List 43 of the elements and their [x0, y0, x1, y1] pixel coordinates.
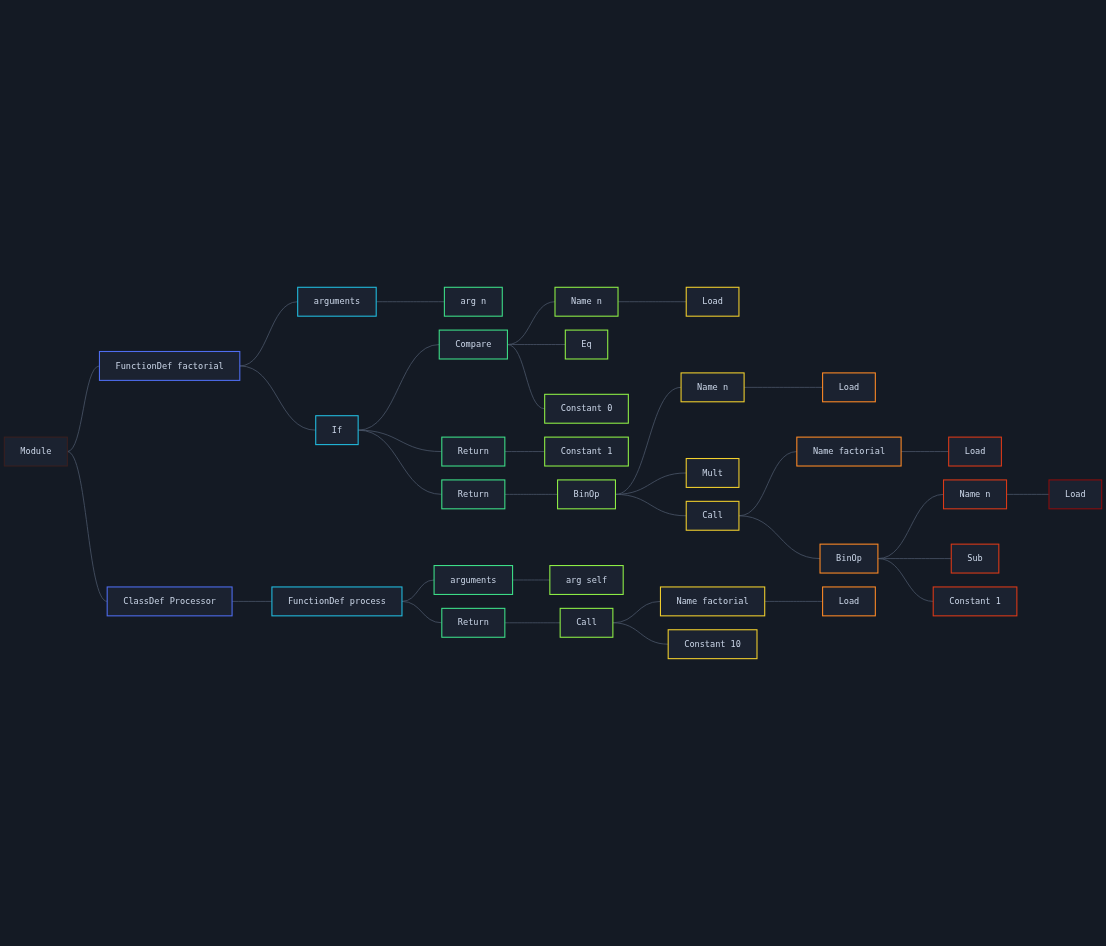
- connector: [615, 387, 682, 495]
- node-box: Name factorial: [659, 586, 766, 617]
- node-box: FunctionDef factorial: [98, 351, 241, 381]
- node-box: Compare: [438, 329, 508, 360]
- node-box: Return: [441, 436, 506, 467]
- node-box: Call: [559, 607, 614, 638]
- connector: [504, 622, 561, 624]
- node-box: Mult: [685, 458, 740, 488]
- node-box: Load: [685, 286, 740, 317]
- node-box: arguments: [297, 286, 377, 317]
- connector: [507, 344, 566, 345]
- node-box: BinOp: [557, 479, 616, 510]
- node-box: Name n: [554, 286, 619, 317]
- node-box: Eq: [564, 329, 609, 360]
- node-box: If: [315, 415, 359, 446]
- connector: [738, 515, 821, 559]
- node-box: Call: [685, 500, 740, 531]
- node-box: Load: [1048, 479, 1103, 510]
- node-box: Constant 1: [544, 436, 629, 467]
- connector: [615, 494, 687, 517]
- node-box: Name factorial: [796, 436, 902, 467]
- node-box: Constant 1: [932, 586, 1018, 617]
- node-box: ClassDef Processor: [106, 586, 233, 617]
- node-box: Name n: [943, 479, 1008, 510]
- node-box: Module: [3, 436, 68, 467]
- node-box: Constant 10: [667, 629, 758, 660]
- node-box: Return: [441, 479, 506, 510]
- node-box: Constant 0: [544, 393, 629, 424]
- node-box: Sub: [950, 543, 1000, 574]
- connector: [612, 622, 669, 645]
- node-box: FunctionDef process: [271, 586, 403, 617]
- connector: [764, 601, 823, 602]
- node-box: Load: [948, 436, 1002, 467]
- node-box: BinOp: [819, 543, 879, 574]
- node-box: Return: [441, 607, 506, 638]
- node-box: arg n: [443, 286, 503, 317]
- node-box: arg self: [549, 565, 624, 595]
- node-box: Name n: [680, 372, 745, 403]
- connector: [504, 494, 558, 495]
- node-box: arguments: [433, 565, 514, 595]
- connector: [877, 558, 934, 602]
- node-box: Load: [822, 586, 876, 617]
- node-box: Load: [822, 372, 876, 403]
